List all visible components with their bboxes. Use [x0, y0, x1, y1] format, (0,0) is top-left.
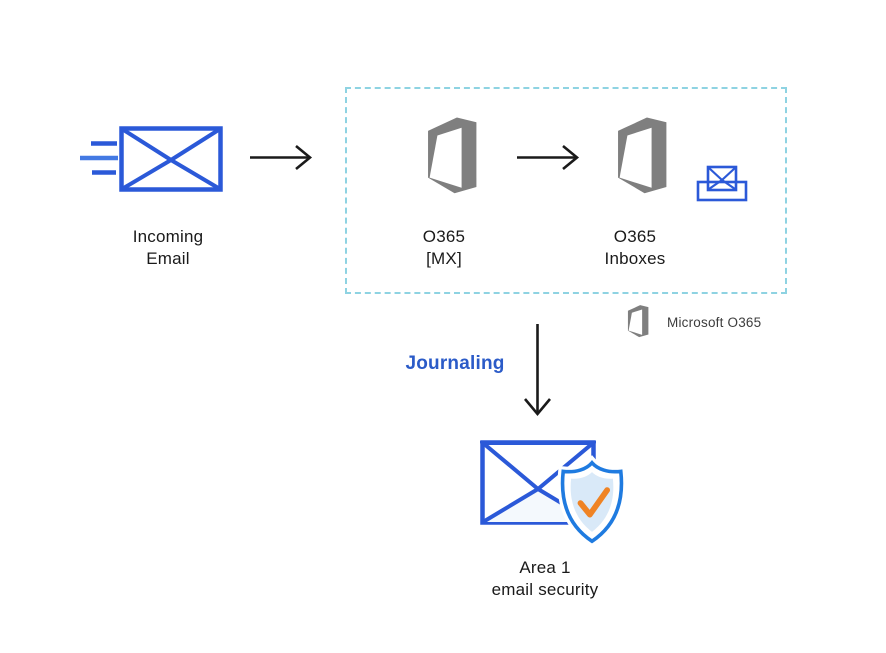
- journaling-label: Journaling: [405, 353, 505, 374]
- o365-mx-logo-icon: [428, 117, 477, 194]
- o365-inboxes-logo-icon: [618, 117, 667, 194]
- incoming-email-label: Incoming Email: [98, 226, 238, 270]
- arrow-journaling-down: [524, 324, 551, 417]
- arrow-incoming-to-mx: [250, 144, 313, 171]
- incoming-email-label-line2: Email: [146, 249, 190, 268]
- o365-inboxes-label-line2: Inboxes: [604, 249, 666, 268]
- o365-boundary-box: [345, 87, 787, 294]
- area1-label: Area 1 email security: [465, 557, 625, 601]
- speed-lines-icon: [80, 141, 118, 175]
- microsoft-o365-legend-label: Microsoft O365: [667, 315, 762, 330]
- incoming-email-label-line1: Incoming: [132, 227, 204, 246]
- o365-mx-label-line2: [MX]: [426, 249, 462, 268]
- arrow-mx-to-inboxes: [517, 144, 580, 171]
- o365-mx-label: O365 [MX]: [384, 226, 504, 270]
- o365-inboxes-label: O365 Inboxes: [575, 226, 695, 270]
- o365-inboxes-label-line1: O365: [613, 227, 657, 246]
- inbox-tray-icon: [696, 165, 748, 202]
- area1-shield-check-icon: [557, 455, 627, 548]
- microsoft-o365-legend-icon: [627, 305, 649, 338]
- incoming-email-envelope-icon: [119, 126, 223, 192]
- area1-label-line1: Area 1: [519, 558, 571, 577]
- check-icon: [577, 487, 610, 518]
- area1-label-line2: email security: [491, 580, 599, 599]
- o365-mx-label-line1: O365: [422, 227, 466, 246]
